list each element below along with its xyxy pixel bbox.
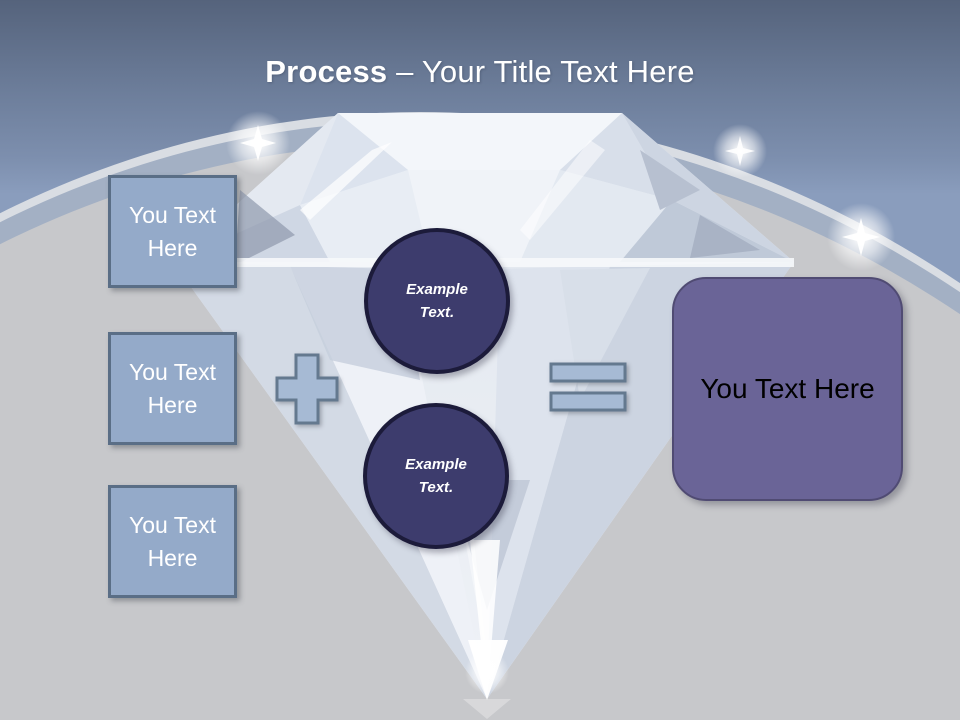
slide-title[interactable]: Process – Your Title Text Here	[0, 54, 960, 90]
slide-title-bold: Process	[265, 54, 388, 89]
example-circle-1[interactable]: Example Text.	[364, 228, 510, 374]
slide-title-rest: – Your Title Text Here	[396, 54, 695, 89]
result-box[interactable]: You Text Here	[672, 277, 903, 501]
input-box-3[interactable]: You Text Here	[108, 485, 237, 598]
example-circle-2[interactable]: Example Text.	[363, 403, 509, 549]
result-box-label: You Text Here	[700, 373, 875, 404]
plus-icon[interactable]	[273, 351, 341, 427]
input-box-2-label: You Text Here	[129, 358, 216, 418]
input-box-1[interactable]: You Text Here	[108, 175, 237, 288]
input-box-2[interactable]: You Text Here	[108, 332, 237, 445]
equals-icon[interactable]	[546, 359, 631, 417]
example-circle-1-label: Example Text.	[406, 280, 468, 321]
input-box-3-label: You Text Here	[129, 511, 216, 571]
input-box-1-label: You Text Here	[129, 201, 216, 261]
example-circle-2-label: Example Text.	[405, 455, 467, 496]
